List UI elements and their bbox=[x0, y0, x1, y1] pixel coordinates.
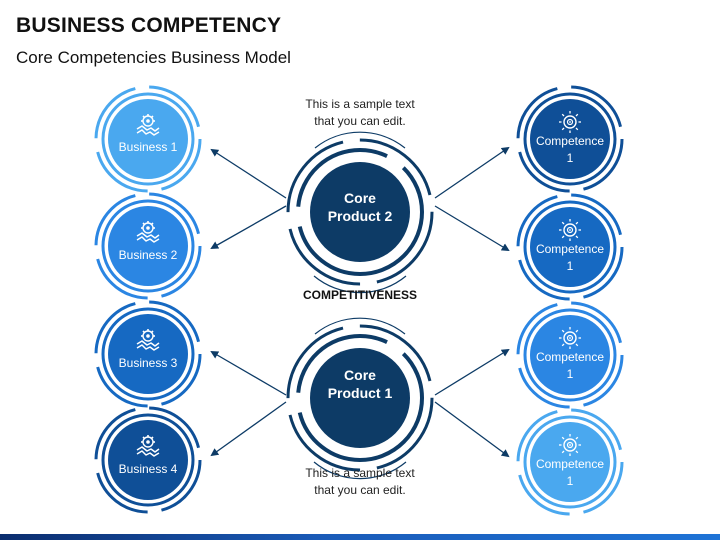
business-2-label: Business 2 bbox=[119, 248, 178, 262]
core-product-2-line-1: Core bbox=[344, 190, 376, 206]
bottom-note-line-1: This is a sample text bbox=[305, 466, 415, 480]
arrow-core2-business2 bbox=[210, 205, 287, 249]
business-node-2: Business 2 bbox=[94, 192, 202, 300]
page-subtitle: Core Competencies Business Model bbox=[16, 48, 291, 67]
competence-node-1: Competence 1 bbox=[516, 85, 624, 193]
competence-3-line-1: Competence bbox=[536, 350, 604, 364]
business-node-4: Business 4 bbox=[94, 406, 202, 514]
arrow-core1-competence3 bbox=[434, 348, 510, 396]
arrow-core1-business3 bbox=[210, 350, 287, 396]
business-node-1: Business 1 bbox=[94, 85, 202, 193]
arrow-core2-competence2 bbox=[434, 205, 510, 252]
business-3-label: Business 3 bbox=[119, 356, 178, 370]
arrow-core2-competence1 bbox=[434, 146, 510, 199]
arrow-core2-business1 bbox=[210, 148, 287, 199]
competence-node-4: Competence 1 bbox=[516, 408, 624, 516]
competence-4-line-1: Competence bbox=[536, 457, 604, 471]
competence-3-line-2: 1 bbox=[567, 367, 574, 381]
competence-node-3: Competence 1 bbox=[516, 301, 624, 409]
competence-4-line-2: 1 bbox=[567, 474, 574, 488]
competitiveness-label: COMPETITIVENESS bbox=[303, 288, 417, 302]
business-node-3: Business 3 bbox=[94, 300, 202, 408]
business-4-label: Business 4 bbox=[119, 462, 178, 476]
business-1-label: Business 1 bbox=[119, 140, 178, 154]
core-product-1-line-2: Product 1 bbox=[328, 385, 393, 401]
core-product-2-node: Core Product 2 bbox=[286, 131, 434, 294]
connector-arrows bbox=[210, 146, 510, 458]
footer-accent-bar bbox=[0, 534, 720, 540]
core-product-2-line-2: Product 2 bbox=[328, 208, 393, 224]
competence-1-line-2: 1 bbox=[567, 151, 574, 165]
top-note-line-1: This is a sample text bbox=[305, 97, 415, 111]
core-product-1-node: Core Product 1 bbox=[286, 317, 434, 480]
competence-1-line-1: Competence bbox=[536, 134, 604, 148]
competence-2-line-2: 1 bbox=[567, 259, 574, 273]
top-note-line-2: that you can edit. bbox=[314, 114, 405, 128]
core-product-1-line-1: Core bbox=[344, 367, 376, 383]
competence-2-line-1: Competence bbox=[536, 242, 604, 256]
page-title: BUSINESS COMPETENCY bbox=[16, 14, 282, 37]
arrow-core1-competence4 bbox=[434, 401, 510, 458]
competence-node-2: Competence 1 bbox=[516, 193, 624, 301]
arrow-core1-business4 bbox=[210, 401, 287, 457]
bottom-note-line-2: that you can edit. bbox=[314, 483, 405, 497]
